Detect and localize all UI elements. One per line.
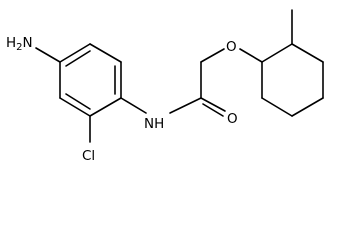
cyclohexane-bond-5 (261, 97, 293, 117)
methylene-to-ether-o-bond (200, 48, 225, 63)
ring-bond-bottom-left (59, 97, 91, 117)
amine-h-label: H (6, 35, 16, 51)
amine-bond (35, 47, 61, 63)
ring-double-bond-bottom-left (65, 93, 91, 110)
amide-n-to-carbonyl-bond (169, 97, 202, 114)
cyclohexane-ring (261, 43, 324, 117)
ether-oxygen-label: O (226, 39, 237, 55)
amine-label: H2N (6, 35, 33, 53)
chlorine-label: Cl (82, 148, 95, 164)
ring-bond-top-right (89, 43, 122, 63)
cyclohexane-bond-1 (261, 43, 293, 63)
amide-nh-label: NH (144, 116, 164, 132)
ether-o-to-cyclohexyl-bond (239, 48, 263, 63)
ring-to-amide-n-bond (120, 97, 147, 114)
cyclohexane-bond-4 (291, 97, 324, 117)
amine-subscript-2: 2 (16, 42, 22, 53)
benzene-ring (59, 43, 122, 117)
carbonyl-double-bond-outer (200, 97, 226, 112)
carbonyl-double-bond-inner (202, 103, 224, 117)
ring-bond-bottom-right (89, 97, 122, 117)
cyclohexane-bond-2 (291, 43, 324, 63)
ring-bond-top-left (59, 43, 91, 63)
chemical-structure-diagram: H2N Cl NH O O (6, 9, 324, 164)
carbonyl-oxygen-label: O (227, 111, 238, 127)
ring-double-bond-top-left (65, 50, 91, 67)
amine-n-label: N (23, 35, 33, 51)
